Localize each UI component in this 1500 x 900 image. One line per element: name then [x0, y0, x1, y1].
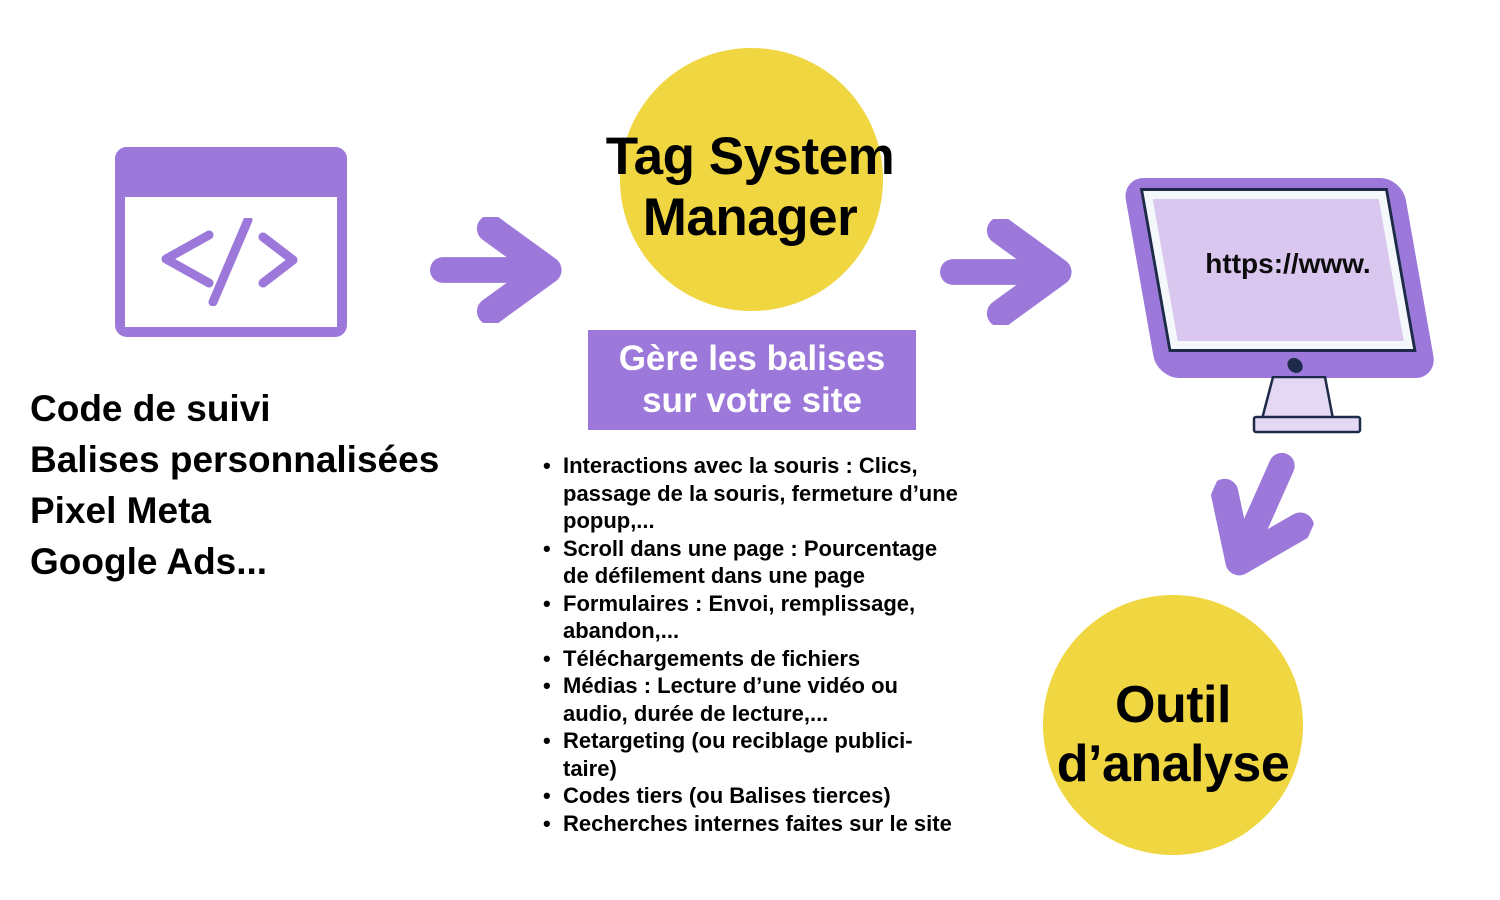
feature-item: Retargeting (ou reciblage publici-taire)	[543, 727, 961, 782]
source-item: Code de suivi	[30, 388, 271, 429]
monitor-stand	[1252, 376, 1362, 434]
analytics-title-line: d’analyse	[1056, 735, 1290, 793]
feature-list: Interactions avec la souris : Clics, pas…	[543, 452, 961, 837]
feature-item: Recherches internes faites sur le site	[543, 810, 961, 838]
feature-item: Codes tiers (ou Balises tierces)	[543, 782, 961, 810]
code-tag-icon	[161, 218, 298, 306]
tag-manager-title-line: Manager	[642, 188, 858, 247]
analytics-circle	[1043, 595, 1303, 855]
website-url: https://www.	[1205, 248, 1371, 279]
code-window-icon	[115, 147, 347, 337]
tag-manager-title: Tag System Manager	[550, 126, 950, 248]
tag-manager-circle	[620, 48, 883, 311]
feature-item: Formulaires : Envoi, remplissage, abando…	[543, 590, 961, 645]
source-list: Code de suivi Balises personnalisées Pix…	[30, 383, 550, 587]
tag-manager-banner: Gère les balises sur votre site	[588, 330, 916, 430]
feature-item: Scroll dans une page : Pourcentage de dé…	[543, 535, 961, 590]
arrow-right-icon	[430, 217, 562, 323]
code-window-titlebar	[115, 147, 347, 197]
feature-item: Médias : Lecture d’une vidéo ou audio, d…	[543, 672, 961, 727]
feature-item: Interactions avec la souris : Clics, pas…	[543, 452, 961, 535]
tag-manager-title-line: Tag System	[605, 127, 895, 186]
arrow-right-icon	[940, 219, 1072, 325]
code-window-body	[125, 197, 337, 327]
source-item: Balises personnalisées	[30, 439, 440, 480]
analytics-title: Outil d’analyse	[1012, 676, 1334, 794]
source-item: Google Ads...	[30, 541, 268, 582]
banner-line: sur votre site	[642, 381, 862, 420]
arrow-down-left-icon	[1210, 452, 1314, 576]
banner-line: Gère les balises	[618, 339, 886, 378]
monitor-icon: https://www.	[1122, 178, 1438, 440]
monitor-camera-dot	[1286, 358, 1304, 373]
analytics-title-line: Outil	[1115, 676, 1231, 734]
source-item: Pixel Meta	[30, 490, 211, 531]
feature-item: Téléchargements de fichiers	[543, 645, 961, 673]
